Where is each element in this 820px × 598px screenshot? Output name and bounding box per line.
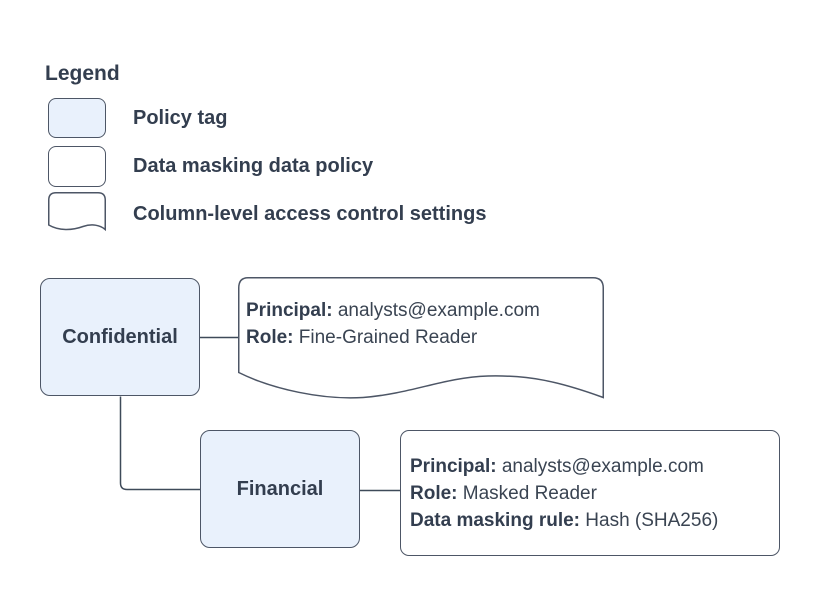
policy-tag-swatch-icon (48, 98, 106, 138)
node-data-masking-policy: Principal: analysts@example.com Role: Ma… (400, 430, 780, 556)
principal-line: Principal: analysts@example.com (246, 300, 540, 321)
legend-item-label: Policy tag (133, 106, 228, 129)
legend-item-label: Column-level access control settings (133, 202, 487, 225)
node-access-control-settings: Principal: analysts@example.com Role: Fi… (238, 277, 604, 399)
node-policy-tag-financial: Financial (200, 430, 360, 548)
legend-item-label: Data masking data policy (133, 155, 374, 177)
masking-rule-line: Data masking rule: Hash (SHA256) (410, 509, 719, 531)
node-label: Confidential (62, 325, 178, 348)
legend-item-column-access: Column-level access control settings (48, 192, 486, 236)
legend-heading: Legend (45, 62, 120, 85)
node-label: Financial (236, 477, 324, 500)
access-control-settings-text: Principal: analysts@example.com Role: Fi… (246, 297, 598, 351)
role-line: Role: Fine-Grained Reader (246, 327, 478, 348)
document-swatch-icon (48, 192, 106, 236)
role-line: Role: Masked Reader (410, 482, 597, 504)
legend-item-policy-tag: Policy tag (48, 98, 227, 138)
document-shape (238, 277, 604, 399)
node-policy-tag-confidential: Confidential (40, 278, 200, 396)
legend-item-data-policy: Data masking data policy (48, 146, 373, 187)
principal-line: Principal: analysts@example.com (410, 455, 704, 477)
edge-confidential-to-financial (119, 396, 200, 491)
data-policy-swatch-icon (48, 146, 106, 187)
